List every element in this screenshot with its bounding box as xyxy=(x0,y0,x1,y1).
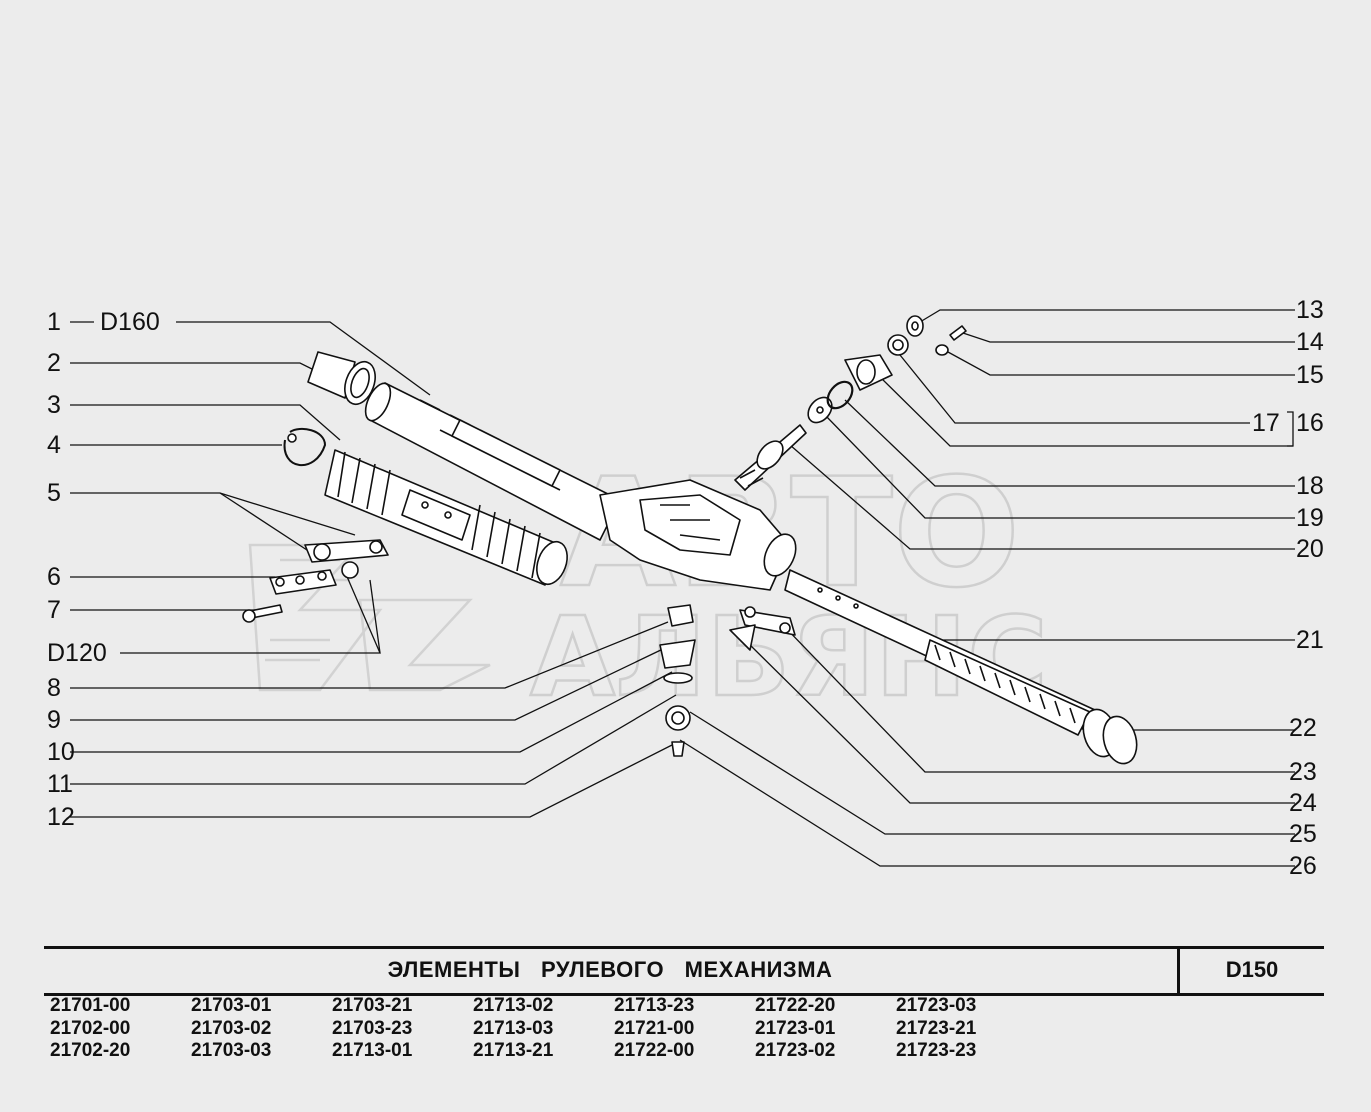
callout-10: 10 xyxy=(47,738,75,766)
part-bellows xyxy=(324,449,568,586)
callout-3: 3 xyxy=(47,391,61,419)
model-code: 21723-03 xyxy=(896,995,977,1016)
callout-1: 1 xyxy=(47,308,61,336)
model-code: 21723-02 xyxy=(755,1040,836,1061)
leader-lines xyxy=(70,309,1295,867)
part-inner-tube xyxy=(364,382,621,541)
watermark-logo-icon xyxy=(248,543,491,692)
callout-7: 7 xyxy=(47,596,61,624)
model-code: 21713-02 xyxy=(473,995,554,1016)
callout-16: 16 xyxy=(1296,409,1324,437)
model-code: 21713-01 xyxy=(332,1040,413,1061)
model-code: 21713-03 xyxy=(473,1017,554,1039)
callout-14: 14 xyxy=(1296,328,1324,356)
page-code: D150 xyxy=(1225,957,1279,982)
page-title: ЭЛЕМЕНТЫ РУЛЕВОГО МЕХАНИЗМА xyxy=(387,957,833,982)
callout-9: 9 xyxy=(47,706,61,734)
callout-8: 8 xyxy=(47,674,61,702)
model-code: 21722-00 xyxy=(614,1040,695,1061)
callout-25: 25 xyxy=(1289,820,1317,848)
callout-11: 11 xyxy=(47,770,73,798)
callout-15: 15 xyxy=(1296,361,1324,389)
part-clamp-ring xyxy=(283,427,326,466)
callout-ref-d120[interactable]: D120 xyxy=(47,639,107,667)
part-bolt-14 xyxy=(949,325,967,341)
callout-18: 18 xyxy=(1296,472,1324,500)
title-block: ЭЛЕМЕНТЫ РУЛЕВОГО МЕХАНИЗМА D150 xyxy=(44,946,1324,996)
part-washer-15 xyxy=(887,334,949,356)
model-code: 21703-23 xyxy=(332,1017,413,1039)
callout-13: 13 xyxy=(1296,296,1324,324)
model-code: 21713-21 xyxy=(473,1040,554,1061)
model-code: 21702-20 xyxy=(50,1040,131,1061)
part-adjuster-stack xyxy=(659,604,696,757)
callout-21: 21 xyxy=(1296,626,1324,654)
callout-24: 24 xyxy=(1289,789,1317,817)
part-flange-plate xyxy=(807,396,833,424)
model-code: 21702-00 xyxy=(50,1017,131,1039)
part-rack xyxy=(784,569,1096,736)
model-code: 21723-21 xyxy=(896,1017,977,1039)
callout-5: 5 xyxy=(47,479,61,507)
callout-20: 20 xyxy=(1296,535,1324,563)
part-bracket-right xyxy=(729,606,796,651)
part-cover xyxy=(844,354,893,391)
model-code: 21722-20 xyxy=(755,995,836,1016)
part-gear-housing xyxy=(599,479,797,591)
model-code: 21713-23 xyxy=(614,995,695,1016)
callout-ref-d160[interactable]: D160 xyxy=(100,308,160,336)
model-code: 21723-01 xyxy=(755,1017,836,1039)
part-bracket-plates xyxy=(242,539,389,623)
callout-2: 2 xyxy=(47,349,61,377)
part-o-ring xyxy=(826,380,854,410)
callout-19: 19 xyxy=(1296,504,1324,532)
callout-17: 17 xyxy=(1252,409,1280,437)
model-code: 21703-03 xyxy=(191,1040,272,1061)
part-washer-13 xyxy=(906,315,924,337)
callout-4: 4 xyxy=(47,431,61,459)
callout-12: 12 xyxy=(47,803,75,831)
part-end-cap-right xyxy=(1082,708,1138,765)
model-code: 21723-23 xyxy=(896,1040,977,1061)
model-code: 21701-00 xyxy=(50,995,131,1016)
callout-22: 22 xyxy=(1289,714,1317,742)
part-pinion-shaft xyxy=(734,424,807,491)
callout-26: 26 xyxy=(1289,852,1317,880)
model-code: 21721-00 xyxy=(614,1017,695,1039)
parts xyxy=(242,315,1138,765)
model-code: 21703-02 xyxy=(191,1017,272,1039)
callout-23: 23 xyxy=(1289,758,1317,786)
title-divider xyxy=(1177,949,1180,993)
part-end-cap-left xyxy=(307,351,376,406)
model-code: 21703-01 xyxy=(191,995,272,1016)
model-code: 21703-21 xyxy=(332,995,413,1016)
callout-6: 6 xyxy=(47,563,61,591)
model-list: 21701-00 21703-01 21703-21 21713-02 2171… xyxy=(50,995,1037,1063)
